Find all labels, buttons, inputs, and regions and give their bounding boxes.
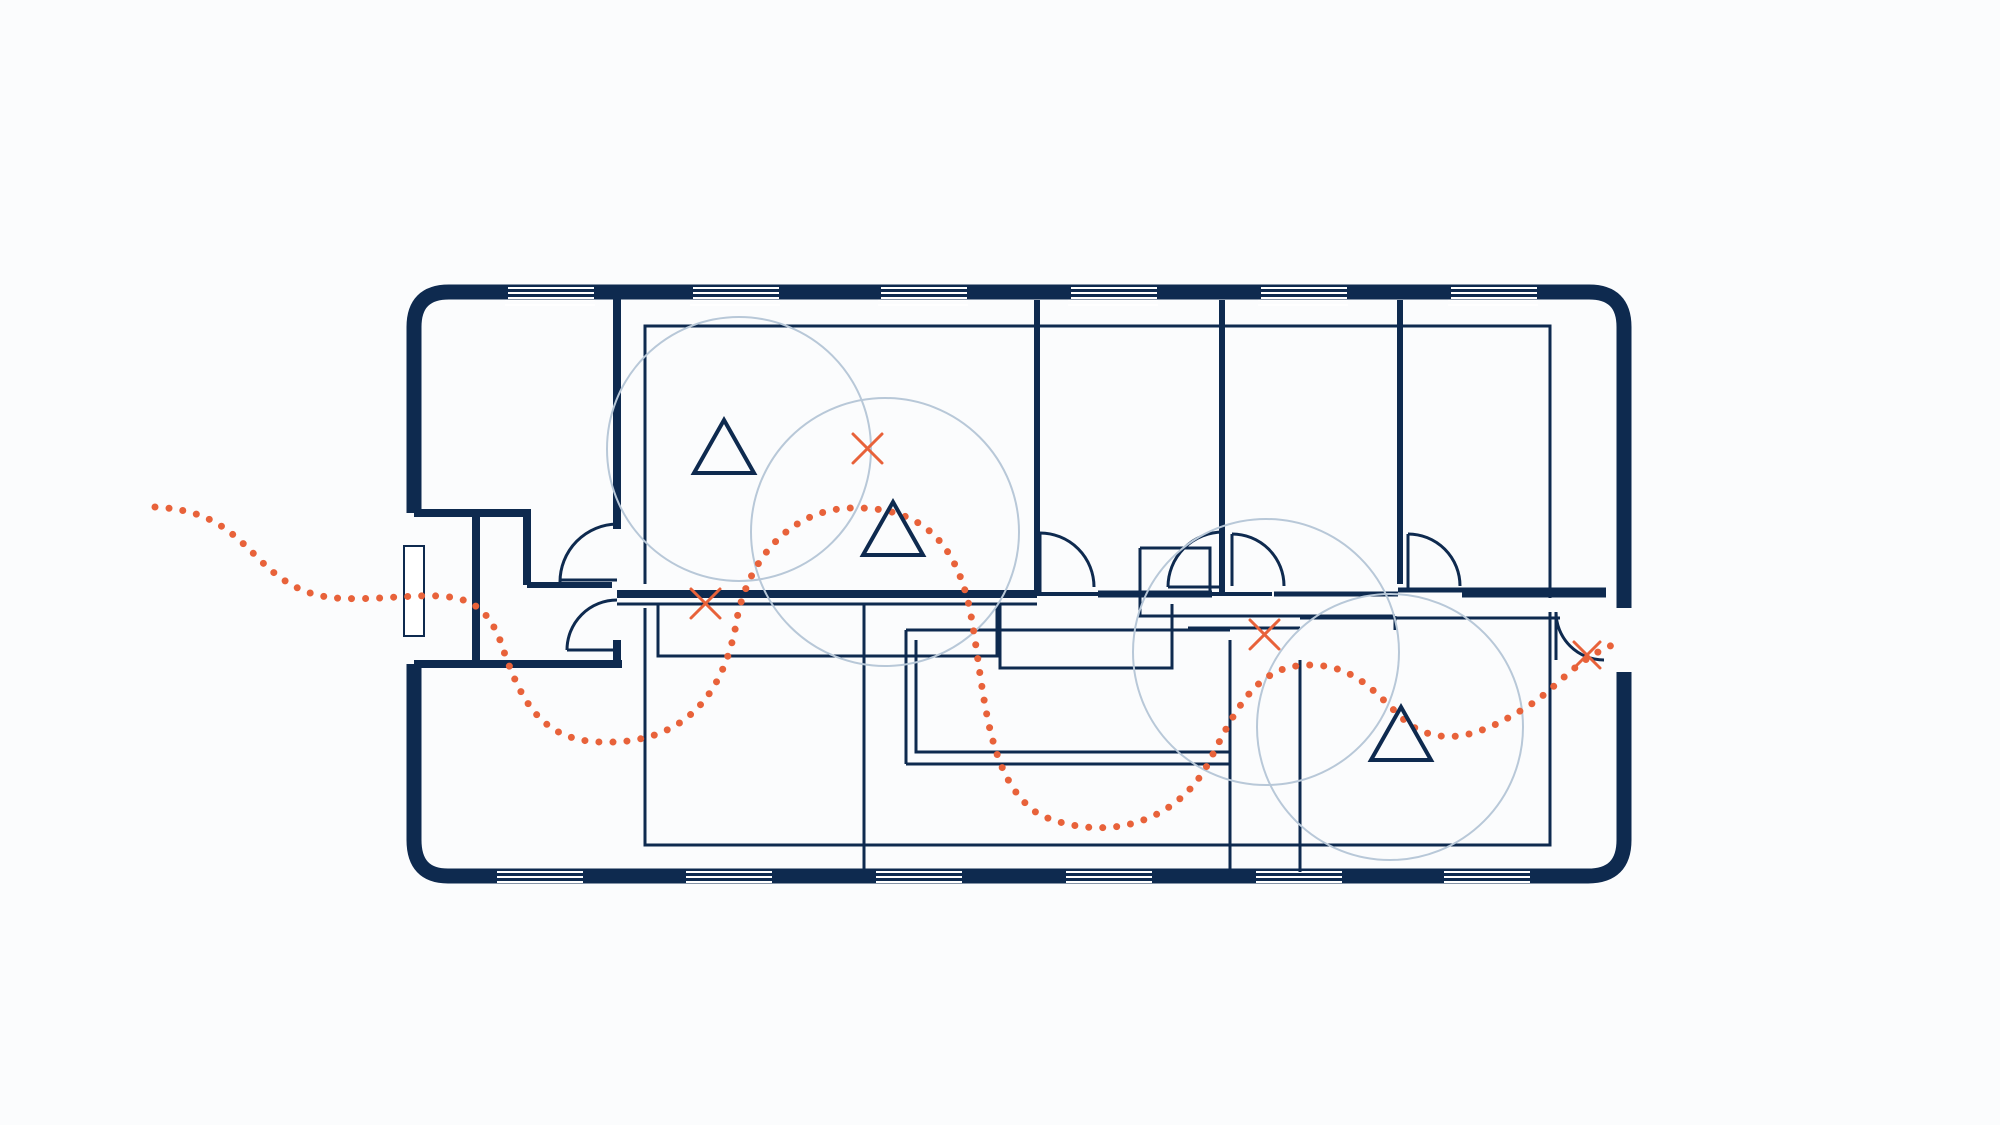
outer-wall-main (406, 284, 1632, 608)
door-swing (1231, 532, 1286, 587)
door-swing (1039, 531, 1096, 588)
x-mark-icon (1572, 640, 1602, 670)
x-mark-icon (851, 432, 884, 465)
coverage-ring (1256, 593, 1524, 861)
outer-walls (406, 284, 1632, 884)
dead-zones (689, 432, 1602, 670)
door-swings (558, 522, 1605, 662)
coverage-rings (606, 316, 1524, 861)
triangle-icon (690, 415, 758, 475)
x-mark-icon (689, 587, 722, 620)
door-swing (558, 522, 618, 583)
window-slats-bottom (497, 871, 1530, 883)
coverage-ring (750, 397, 1020, 667)
outer-wall-lower (406, 664, 1632, 884)
x-mark-icon (1248, 618, 1281, 651)
access-points (690, 415, 1435, 762)
interior-walls (613, 298, 1606, 872)
window-slats-top-overlay (508, 287, 1537, 299)
entry-door-frame (403, 545, 425, 637)
door-swing (565, 598, 618, 651)
coverage-ring (1132, 518, 1400, 786)
door-swing (1407, 532, 1462, 587)
triangle-icon (859, 497, 927, 557)
coverage-ring (606, 316, 872, 582)
signal-path (151, 503, 1619, 832)
entry-vestibule (403, 509, 622, 668)
triangle-icon (1367, 702, 1435, 762)
